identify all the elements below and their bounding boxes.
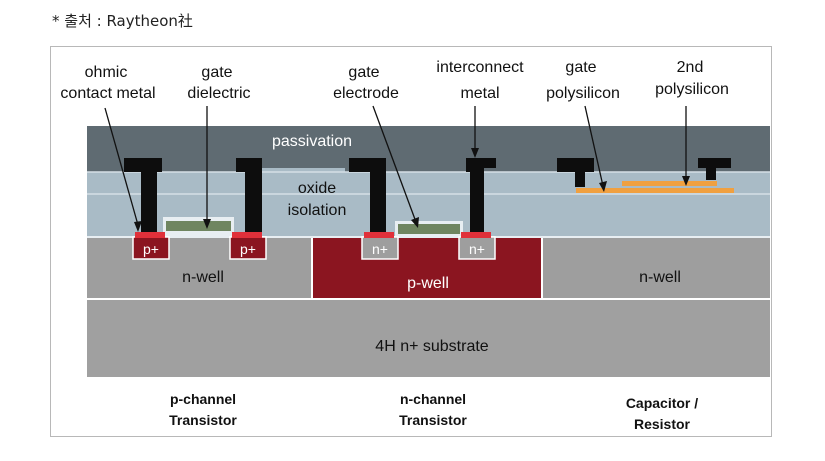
poly-layer-2 <box>622 181 717 186</box>
label-p-well: p-well <box>407 275 449 292</box>
callout-gate-electrode-line2: electrode <box>333 85 399 102</box>
caption-n-channel-line1: n-channel <box>400 391 466 407</box>
caption-p-channel-line1: p-channel <box>170 391 236 407</box>
callout-2nd-poly-line1: 2nd <box>677 59 704 76</box>
callout-gate-dielectric-line2: dielectric <box>187 85 250 102</box>
label-n-plus-1: n+ <box>372 241 388 257</box>
label-passivation: passivation <box>272 133 352 150</box>
label-n-well-right: n-well <box>639 269 681 286</box>
ohmic-contact-3 <box>364 232 394 238</box>
metal-plug-3 <box>349 158 386 232</box>
caption-p-channel-line2: Transistor <box>169 412 237 428</box>
caption-n-channel-line2: Transistor <box>399 412 467 428</box>
callout-ohmic-line2: contact metal <box>60 85 155 102</box>
callout-gate-poly-line2: polysilicon <box>546 85 620 102</box>
callout-gate-poly-line1: gate <box>565 59 596 76</box>
callout-interconnect-line1: interconnect <box>436 59 524 76</box>
label-n-plus-2: n+ <box>469 241 485 257</box>
label-oxide-line2: isolation <box>288 202 347 219</box>
n-well-left <box>87 237 312 299</box>
p-well <box>312 237 542 299</box>
label-substrate: 4H n+ substrate <box>375 338 489 355</box>
gate-electrode-p <box>166 221 231 231</box>
metal-plug-cap-2 <box>698 158 731 180</box>
callout-2nd-poly-line2: polysilicon <box>655 81 729 98</box>
metal-plug-2 <box>221 158 262 232</box>
ohmic-contact-2 <box>232 232 262 238</box>
label-n-well-left: n-well <box>182 269 224 286</box>
caption-capacitor-line2: Resistor <box>634 416 691 432</box>
callout-gate-electrode-line1: gate <box>348 64 379 81</box>
metal-plug-4 <box>450 158 496 232</box>
passivation-layer <box>87 126 770 172</box>
ohmic-contact-1 <box>135 232 165 238</box>
metal-plug-1 <box>124 158 162 232</box>
ohmic-contact-4 <box>461 232 491 238</box>
label-oxide-line1: oxide <box>298 180 336 197</box>
callout-ohmic-line1: ohmic <box>85 64 128 81</box>
n-well-right <box>542 237 770 299</box>
label-p-plus-1: p+ <box>143 241 159 257</box>
callout-interconnect-line2: metal <box>460 85 499 102</box>
poly-layer-1 <box>576 188 734 193</box>
label-p-plus-2: p+ <box>240 241 256 257</box>
substrate-layer <box>87 299 770 377</box>
metal-plug-cap-1 <box>557 158 594 187</box>
gate-electrode-n <box>398 224 460 234</box>
source-note: * 출처 : Raytheon社 <box>52 12 193 30</box>
diagram-frame <box>50 46 772 437</box>
caption-capacitor-line1: Capacitor / <box>626 395 698 411</box>
callout-gate-dielectric-line1: gate <box>201 64 232 81</box>
